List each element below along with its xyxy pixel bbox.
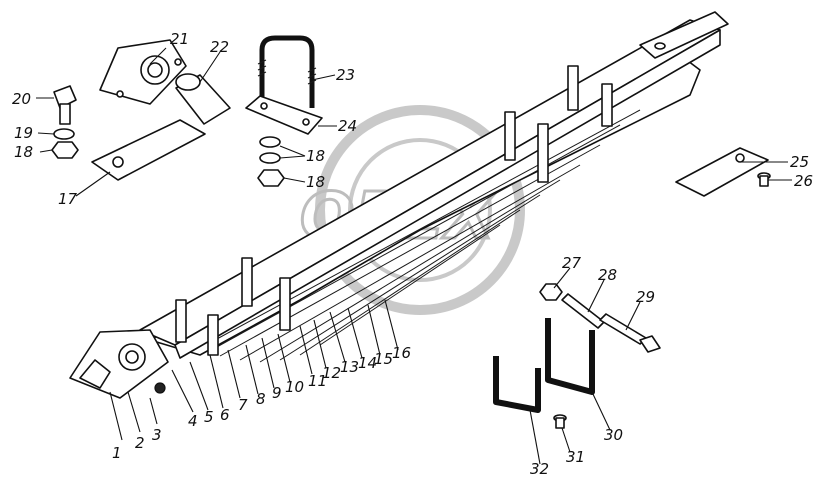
part-22-bushing xyxy=(175,73,231,125)
part-28-spacer-tube xyxy=(561,293,605,329)
part-29-bolt xyxy=(599,313,661,353)
part-26-bolt xyxy=(757,172,771,187)
part-27-nut xyxy=(539,283,563,301)
callout-16: 16 xyxy=(392,344,411,362)
callout-19: 19 xyxy=(14,124,33,142)
callout-14: 14 xyxy=(358,354,377,372)
part-31-rivet xyxy=(553,414,567,429)
callout-18-center-b: 18 xyxy=(306,173,325,191)
callout-32: 32 xyxy=(530,460,549,478)
callout-18-left: 18 xyxy=(14,143,33,161)
callout-22: 22 xyxy=(210,38,229,56)
part-17-friction-plate xyxy=(91,119,206,181)
callout-21: 21 xyxy=(170,30,189,48)
callout-11: 11 xyxy=(308,372,327,390)
part-21-spring-bracket xyxy=(99,39,187,105)
callout-4: 4 xyxy=(188,412,198,430)
callout-27: 27 xyxy=(562,254,582,272)
leaf-spring-pack xyxy=(69,11,729,399)
callout-7: 7 xyxy=(238,396,248,414)
callout-20: 20 xyxy=(12,90,31,108)
part-18-washer-a xyxy=(259,136,281,148)
part-18-nut-left xyxy=(51,141,79,159)
front-bracket-assembly xyxy=(69,329,169,399)
callout-13: 13 xyxy=(340,358,359,376)
callout-8: 8 xyxy=(256,390,266,408)
leader-lines xyxy=(36,47,792,465)
master-leaf xyxy=(139,19,721,346)
callout-31: 31 xyxy=(566,448,585,466)
part-32-clip xyxy=(493,356,541,413)
callout-24: 24 xyxy=(338,117,357,135)
part-25-friction-plate xyxy=(675,147,769,197)
part-19-washer xyxy=(53,128,75,140)
callout-28: 28 xyxy=(598,266,617,284)
callout-5: 5 xyxy=(204,408,214,426)
rebound-clips xyxy=(175,65,613,356)
callout-17: 17 xyxy=(58,190,78,208)
callout-1: 1 xyxy=(112,444,122,462)
part-18-washer-b xyxy=(259,152,281,164)
part-23-u-bolt xyxy=(257,35,317,108)
callout-9: 9 xyxy=(272,384,282,402)
callout-15: 15 xyxy=(374,350,393,368)
part-20-bolt xyxy=(53,85,77,125)
callout-25: 25 xyxy=(790,153,809,171)
callout-30: 30 xyxy=(604,426,623,444)
callout-3: 3 xyxy=(152,426,162,444)
callout-29: 29 xyxy=(636,288,655,306)
callout-labels: 1 2 3 4 5 6 7 8 9 10 11 12 13 14 15 16 1… xyxy=(12,30,813,478)
part-30-clip xyxy=(545,318,595,395)
part-18-nut-center xyxy=(257,169,285,187)
callout-12: 12 xyxy=(322,364,341,382)
callout-18-center-a: 18 xyxy=(306,147,325,165)
callout-10: 10 xyxy=(285,378,304,396)
callout-23: 23 xyxy=(336,66,355,84)
callout-6: 6 xyxy=(220,406,230,424)
callout-26: 26 xyxy=(794,172,813,190)
callout-2: 2 xyxy=(135,434,145,452)
